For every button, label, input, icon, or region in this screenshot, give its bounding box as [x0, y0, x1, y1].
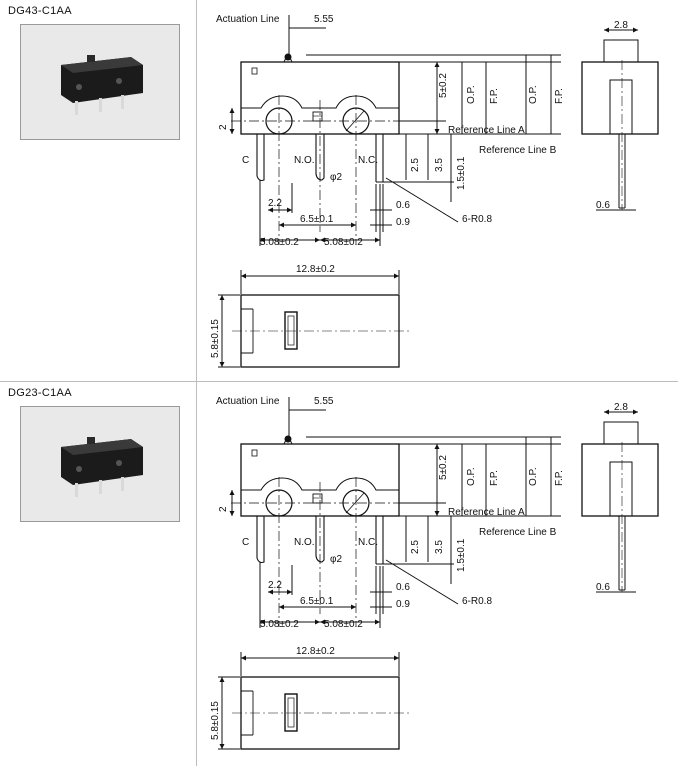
- front-view: [240, 435, 400, 565]
- dim-06-label: 0.6: [396, 582, 410, 593]
- hole-diameter-label: φ2: [330, 554, 342, 565]
- op-label: O.P.: [466, 467, 477, 486]
- height-58-label: 5.8±0.15: [210, 701, 221, 740]
- height-15-label: 1.5±0.1: [456, 538, 467, 572]
- op2-label: O.P.: [528, 85, 539, 104]
- fp-label: F.P.: [489, 88, 500, 104]
- dim-06-label: 0.6: [396, 200, 410, 211]
- pin-c-label: C: [242, 155, 249, 166]
- width-555-label: 5.55: [314, 14, 334, 25]
- drawing-area: Actuation Line 5.55 2.8 5±0.2 O.P. F.P. …: [196, 382, 678, 766]
- dimension-drawing: Actuation Line 5.55 2.8 5±0.2 O.P. F.P. …: [210, 396, 659, 750]
- dim-65-label: 6.5±0.1: [300, 214, 334, 225]
- pin-no-label: N.O.: [294, 155, 315, 166]
- dim-22-label: 2.2: [268, 580, 282, 591]
- height-25-label: 2.5: [410, 158, 421, 172]
- dim-06-side-label: 0.6: [596, 582, 610, 593]
- fp-label: F.P.: [489, 470, 500, 486]
- reference-line-a: Reference Line A: [448, 507, 525, 518]
- fp2-label: F.P.: [554, 470, 565, 486]
- height-58-label: 5.8±0.15: [210, 319, 221, 358]
- model-name: DG43-C1AA: [8, 5, 72, 17]
- hole-diameter-label: φ2: [330, 172, 342, 183]
- dimension-drawing: Actuation Line 5.55 2.8 5±0.2 O.P. F.P. …: [210, 14, 659, 368]
- product-section-2: DG23-C1AA: [0, 382, 678, 766]
- radius-label: 6-R0.8: [462, 596, 492, 607]
- product-info-column: DG23-C1AA: [0, 382, 197, 766]
- pin-c-label: C: [242, 537, 249, 548]
- fp2-label: F.P.: [554, 88, 565, 104]
- reference-line-b: Reference Line B: [479, 145, 557, 156]
- width-28-label: 2.8: [614, 402, 628, 413]
- dim-22-label: 2.2: [268, 198, 282, 209]
- height-25-label: 2.5: [410, 540, 421, 554]
- dim-508b-label: 5.08±0.2: [324, 237, 363, 248]
- dim-65-label: 6.5±0.1: [300, 596, 334, 607]
- height-2-label: 2: [218, 506, 229, 512]
- switch-photo: [21, 407, 179, 521]
- product-section-1: DG43-C1AA: [0, 0, 678, 382]
- drawing-area: Actuation Line 5.55 2.8 5±0.2 O.P. F.P. …: [196, 0, 678, 381]
- actuation-line-label: Actuation Line: [216, 14, 280, 25]
- height-5-label: 5±0.2: [438, 73, 449, 98]
- reference-line-b: Reference Line B: [479, 527, 557, 538]
- dim-508b-label: 5.08±0.2: [324, 619, 363, 630]
- reference-line-a: Reference Line A: [448, 125, 525, 136]
- pin-nc-label: N.C.: [358, 155, 378, 166]
- height-2-label: 2: [218, 124, 229, 130]
- pin-nc-label: N.C.: [358, 537, 378, 548]
- height-5-label: 5±0.2: [438, 455, 449, 480]
- dim-09-label: 0.9: [396, 599, 410, 610]
- op-label: O.P.: [466, 85, 477, 104]
- height-15-label: 1.5±0.1: [456, 156, 467, 190]
- dim-06-side-label: 0.6: [596, 200, 610, 211]
- dim-508a-label: 5.08±0.2: [260, 237, 299, 248]
- dim-508a-label: 5.08±0.2: [260, 619, 299, 630]
- top-view: [218, 270, 411, 368]
- radius-label: 6-R0.8: [462, 214, 492, 225]
- switch-photo: [21, 25, 179, 139]
- pin-no-label: N.O.: [294, 537, 315, 548]
- height-35-label: 3.5: [434, 158, 445, 172]
- model-name: DG23-C1AA: [8, 387, 72, 399]
- height-35-label: 3.5: [434, 540, 445, 554]
- op2-label: O.P.: [528, 467, 539, 486]
- side-view: [581, 27, 659, 211]
- side-view: [581, 409, 659, 593]
- length-128-label: 12.8±0.2: [296, 646, 335, 657]
- product-photo: [20, 24, 180, 140]
- actuation-line-label: Actuation Line: [216, 396, 280, 407]
- length-128-label: 12.8±0.2: [296, 264, 335, 275]
- top-view: [218, 652, 411, 750]
- width-28-label: 2.8: [614, 20, 628, 31]
- dim-09-label: 0.9: [396, 217, 410, 228]
- width-555-label: 5.55: [314, 396, 334, 407]
- product-info-column: DG43-C1AA: [0, 0, 197, 381]
- product-photo: [20, 406, 180, 522]
